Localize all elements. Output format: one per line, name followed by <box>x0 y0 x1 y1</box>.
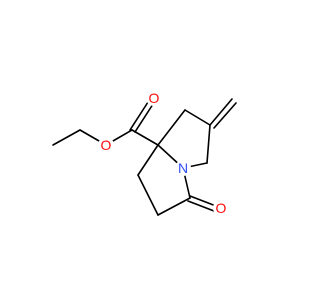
atom-n-bridge: N <box>175 160 191 176</box>
bond-methylene-double-a <box>209 98 233 126</box>
bond-c2-c3 <box>206 124 211 164</box>
bond-methylene-double-b <box>213 102 237 129</box>
bond-lactam-double-a <box>189 195 217 207</box>
atom-o-lactam: O <box>213 200 229 216</box>
bond-carbonyl-double-b <box>134 100 156 133</box>
bond-c4-c5 <box>137 174 159 216</box>
bond-carbonyl-double-a <box>129 98 151 131</box>
svg-text:N: N <box>178 160 188 176</box>
svg-text:O: O <box>216 200 227 216</box>
bond-lactam-double-b <box>187 200 215 212</box>
atom-o-carbonyl-ester: O <box>146 90 162 106</box>
bond-carbonyl-bridgehead <box>131 129 159 146</box>
bond-c1-c2 <box>184 109 211 126</box>
atom-o-ester-ether: O <box>98 137 114 153</box>
molecule-structure: O O N O <box>52 90 237 216</box>
svg-text:O: O <box>101 137 112 153</box>
bond-bridgehead-c4 <box>137 144 159 176</box>
svg-text:O: O <box>149 90 160 106</box>
bond-bridgehead-c1 <box>157 109 186 146</box>
bond-ch3-ch2 <box>52 129 81 146</box>
bond-c5-c6 <box>157 197 191 216</box>
